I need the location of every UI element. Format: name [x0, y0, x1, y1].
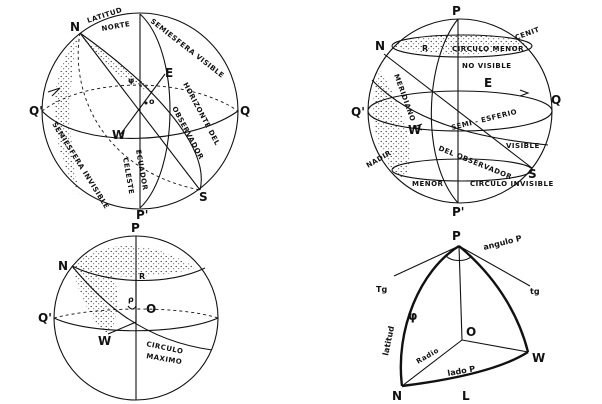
label-cenit: CENIT	[514, 26, 541, 42]
label-rho: ρ	[128, 295, 134, 304]
label-N: N	[392, 389, 402, 403]
label-W: W	[98, 334, 111, 348]
celestial-equator-back	[41, 84, 239, 112]
radius-O-W	[107, 321, 137, 335]
figure-celestial-sphere-cenit: P N R CIRCULO MENOR NO VISIBLE CENIT Q' …	[351, 4, 561, 219]
meridian-arc	[139, 13, 171, 209]
label-radio: Radio	[415, 346, 441, 365]
label-circulo-invisible: CIRCULO INVISIBLE	[470, 180, 554, 188]
label-tg-left: Tg	[376, 285, 387, 294]
center-point	[144, 101, 148, 105]
radius-O-N	[401, 339, 463, 387]
figure-spherical-triangle: P angulo P Tg tg latitud φ O Radio lado …	[376, 229, 545, 403]
label-circulo-menor: CIRCULO MENOR	[452, 45, 524, 53]
label-N: N	[375, 39, 385, 53]
horizon-circle	[371, 79, 549, 146]
rotation-arrow	[519, 89, 530, 97]
label-R: R	[139, 272, 145, 281]
N-S-line	[79, 32, 201, 191]
label-W: W	[532, 351, 545, 365]
label-semiesfera-invisible: SEMIESFERA INVISIBLE	[50, 121, 110, 211]
rotation-arrow-2	[412, 123, 423, 131]
angle-rho-arc	[127, 305, 137, 310]
radius-O-W	[461, 339, 529, 353]
label-phi: φ	[408, 309, 417, 323]
great-circle	[71, 265, 213, 351]
label-latitud: latitud	[381, 325, 396, 356]
invisible-hemisphere-shading	[54, 33, 80, 195]
label-Pprime: P'	[452, 205, 464, 219]
label-Q: Q	[240, 104, 250, 118]
side-P-W	[458, 245, 530, 353]
rotation-arrow	[47, 87, 61, 97]
label-angulo-P: angulo P	[482, 234, 523, 252]
label-E: E	[165, 66, 173, 80]
side-P-N	[399, 244, 460, 387]
label-del-observador: DEL OBSERVADOR	[437, 144, 513, 181]
angle-P-arc	[445, 255, 473, 262]
upper-region-shading	[392, 34, 532, 55]
label-menor: MENOR	[412, 180, 444, 188]
label-O: O	[466, 325, 476, 339]
small-circle-front	[71, 265, 206, 282]
upper-small-circle	[391, 34, 533, 58]
label-tg-right: tg	[530, 287, 540, 296]
figure-celestial-sphere-horizon: N LATITUD NORTE SEMIESFERA VISIBLE φ o E…	[29, 6, 250, 222]
label-Qprime: Q'	[38, 311, 52, 325]
label-no-visible: NO VISIBLE	[462, 62, 512, 70]
label-Q: Q	[551, 93, 561, 107]
label-Qprime: Q'	[351, 105, 365, 119]
figure-sphere-great-circle: P N R ρ O Q' W CIRCULO MAXIMO	[38, 221, 219, 401]
shaded-lune	[72, 266, 118, 335]
label-S: S	[199, 190, 208, 204]
label-o: o	[149, 97, 155, 106]
label-O: O	[146, 302, 156, 316]
label-L: L	[462, 389, 470, 403]
shaded-cap	[72, 246, 196, 277]
label-P: P	[131, 221, 140, 235]
label-Qprime: Q'	[29, 104, 43, 118]
radius-O-P	[458, 245, 463, 341]
label-R: R	[422, 44, 428, 53]
label-S: S	[528, 167, 537, 181]
label-ecuador: ECUADOR	[134, 149, 149, 191]
label-E: E	[484, 76, 492, 90]
lower-small-circle	[391, 158, 533, 182]
horizon-back	[77, 32, 201, 191]
label-Pprime: P'	[136, 208, 148, 222]
tangent-left	[393, 245, 460, 277]
side-N-W	[401, 350, 529, 388]
W-E-line	[119, 73, 166, 136]
equator-ellipse	[367, 90, 553, 132]
label-P: P	[452, 229, 461, 243]
tangent-right	[458, 245, 531, 287]
label-celeste: CELESTE	[121, 157, 135, 195]
label-phi: φ	[128, 76, 134, 85]
horizon-circle	[79, 32, 202, 191]
equator-front	[53, 317, 219, 332]
label-N: N	[70, 20, 80, 34]
label-N: N	[58, 259, 68, 273]
meridian	[430, 18, 459, 204]
label-P: P	[452, 4, 461, 18]
label-visible: VISIBLE	[506, 142, 540, 150]
equator-back	[53, 308, 219, 319]
label-W: W	[112, 128, 125, 142]
celestial-equator	[41, 110, 239, 139]
label-norte: NORTE	[101, 20, 131, 33]
label-W: W	[408, 123, 421, 137]
zenith-nadir-line	[383, 53, 533, 169]
